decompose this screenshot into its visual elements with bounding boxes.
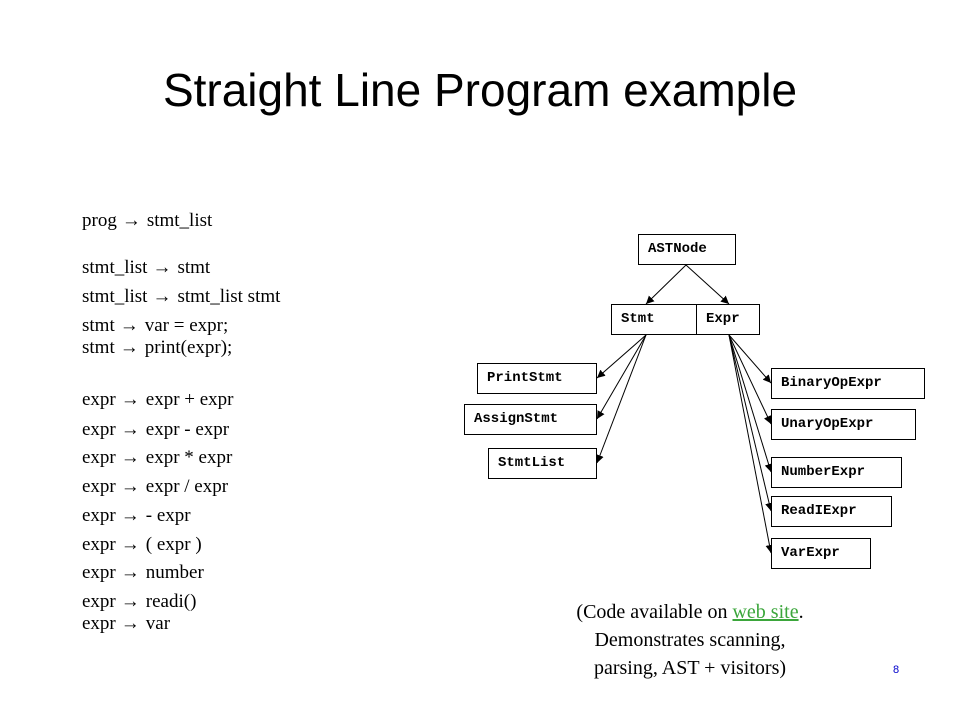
node-numberexpr: NumberExpr: [771, 457, 902, 488]
node-printstmt: PrintStmt: [477, 363, 597, 394]
rule-lhs: expr: [82, 562, 116, 583]
grammar-rule: expr→expr * expr: [82, 447, 232, 469]
arrow-icon: →: [119, 315, 139, 336]
edge-stmt-stmtlist: [596, 334, 647, 464]
node-stmtlist: StmtList: [488, 448, 597, 479]
rule-rhs: expr * expr: [145, 447, 233, 468]
rule-rhs: number: [145, 562, 204, 583]
rule-rhs: expr + expr: [145, 389, 234, 410]
rule-rhs: readi(): [145, 591, 197, 612]
page-number: 8: [893, 664, 900, 676]
arrow-icon: →: [120, 476, 140, 497]
arrow-icon: →: [120, 389, 140, 410]
arrow-icon: →: [120, 591, 140, 612]
node-assignstmt: AssignStmt: [464, 404, 597, 435]
grammar-rule: expr→readi(): [82, 591, 196, 613]
caption-prefix: (Code available on: [576, 601, 733, 623]
node-astnode: ASTNode: [638, 234, 736, 265]
arrow-icon: →: [152, 286, 172, 307]
rule-lhs: expr: [82, 447, 116, 468]
grammar-rule: expr→( expr ): [82, 534, 202, 556]
node-expr: Expr: [696, 304, 760, 335]
rule-rhs: ( expr ): [145, 534, 202, 555]
rule-rhs: var: [145, 613, 171, 634]
rule-lhs: expr: [82, 505, 116, 526]
arrow-icon: →: [120, 613, 140, 634]
edge-root-stmt: [645, 264, 687, 305]
grammar-rule: expr→number: [82, 562, 204, 584]
node-stmt: Stmt: [611, 304, 697, 335]
rule-lhs: expr: [82, 591, 116, 612]
web-site-link[interactable]: web site: [732, 601, 799, 623]
edge-expr-binaryopexpr: [728, 334, 772, 384]
arrow-icon: →: [152, 257, 172, 278]
arrow-icon: →: [120, 534, 140, 555]
rule-lhs: prog: [82, 210, 117, 231]
node-varexpr: VarExpr: [771, 538, 871, 569]
grammar-rule: stmt_list→stmt_list stmt: [82, 286, 280, 308]
edge-expr-readiexpr: [728, 334, 774, 512]
grammar-rule: expr→expr + expr: [82, 389, 234, 411]
rule-lhs: stmt_list: [82, 257, 148, 278]
rule-rhs: var = expr;: [144, 315, 229, 336]
caption-line-3: parsing, AST + visitors): [593, 657, 787, 679]
caption-line-2: Demonstrates scanning,: [594, 629, 786, 651]
grammar-rule: expr→var: [82, 613, 170, 635]
edge-stmt-assignstmt: [596, 334, 647, 420]
caption-line-1: (Code available on web site.: [520, 598, 860, 626]
caption: (Code available on web site. Demonstrate…: [520, 598, 860, 682]
grammar-rule: expr→- expr: [82, 505, 191, 527]
edge-expr-varexpr: [728, 334, 774, 554]
node-readiexpr: ReadIExpr: [771, 496, 892, 527]
rule-rhs: expr - expr: [145, 419, 230, 440]
arrow-icon: →: [120, 505, 140, 526]
grammar-rule: prog→stmt_list: [82, 210, 212, 232]
rule-lhs: expr: [82, 389, 116, 410]
rule-rhs: expr / expr: [145, 476, 229, 497]
rule-lhs: stmt_list: [82, 286, 148, 307]
rule-rhs: stmt_list: [146, 210, 213, 231]
slide-title: Straight Line Program example: [162, 64, 798, 116]
rule-rhs: print(expr);: [144, 337, 233, 358]
edge-expr-numberexpr: [728, 334, 773, 473]
grammar-rule: stmt→var = expr;: [82, 315, 228, 337]
rule-rhs: stmt_list stmt: [177, 286, 281, 307]
arrow-icon: →: [120, 419, 140, 440]
rule-rhs: - expr: [145, 505, 191, 526]
rule-lhs: expr: [82, 419, 116, 440]
rule-lhs: stmt: [82, 337, 115, 358]
arrow-icon: →: [119, 337, 139, 358]
rule-lhs: expr: [82, 476, 116, 497]
grammar-rule: expr→expr - expr: [82, 419, 229, 441]
grammar-rule: stmt_list→stmt: [82, 257, 210, 279]
rule-rhs: stmt: [177, 257, 211, 278]
node-binaryopexpr: BinaryOpExpr: [771, 368, 925, 399]
rule-lhs: expr: [82, 613, 116, 634]
grammar-rule: expr→expr / expr: [82, 476, 228, 498]
caption-period: .: [798, 601, 804, 623]
edge-root-expr: [685, 264, 730, 305]
arrow-icon: →: [121, 210, 141, 231]
edge-expr-unaryopexpr: [728, 334, 772, 425]
rule-lhs: expr: [82, 534, 116, 555]
arrow-icon: →: [120, 562, 140, 583]
rule-lhs: stmt: [82, 315, 115, 336]
edge-stmt-printstmt: [596, 334, 647, 379]
grammar-rule: stmt→print(expr);: [82, 337, 232, 359]
arrow-icon: →: [120, 447, 140, 468]
node-unaryopexpr: UnaryOpExpr: [771, 409, 916, 440]
